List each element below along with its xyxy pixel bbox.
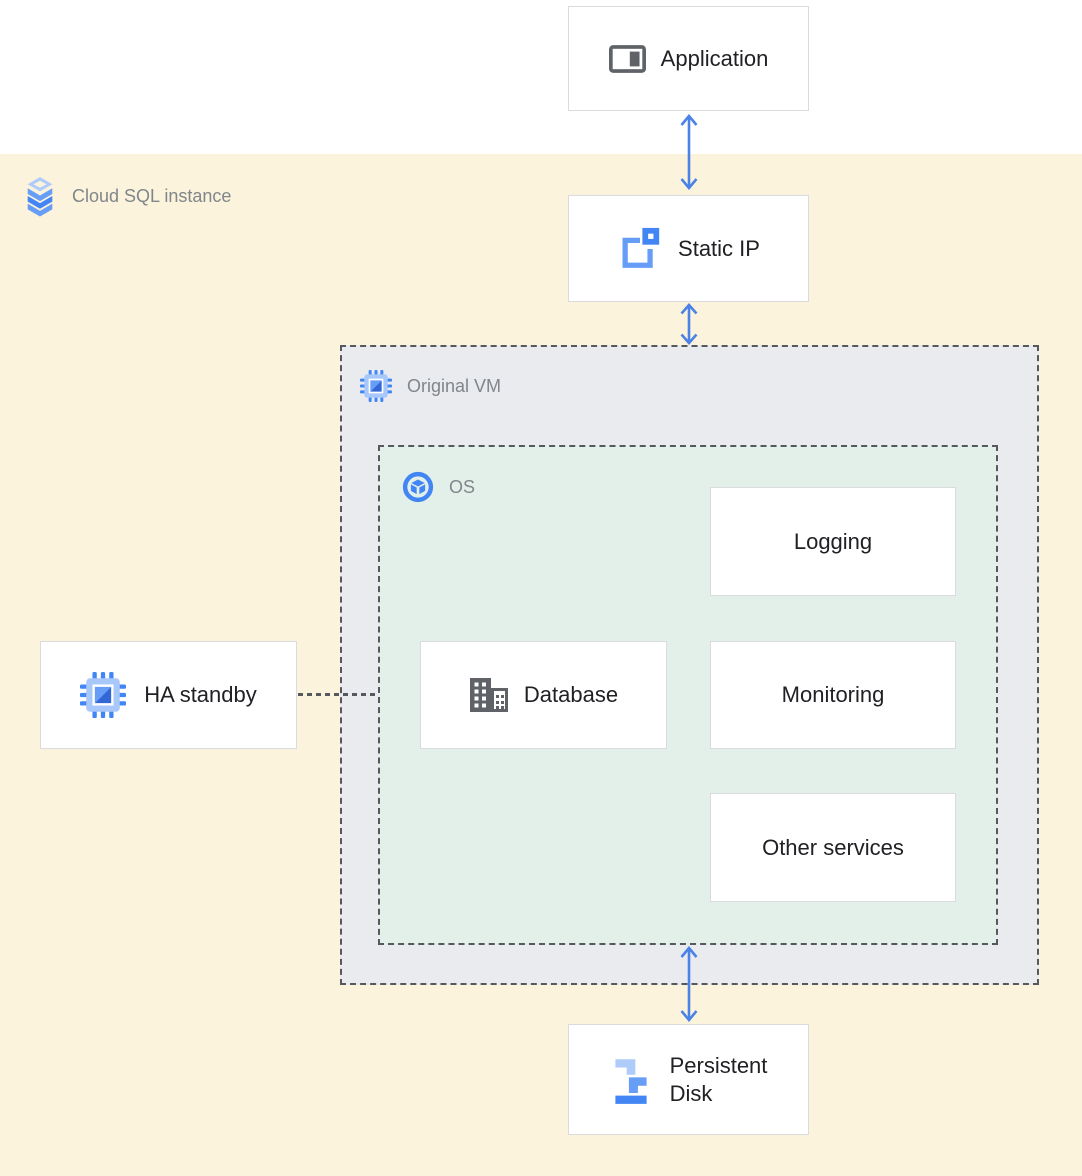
compute-engine-icon [360, 370, 392, 402]
arrow-application-staticip [680, 114, 698, 190]
persistent-disk-label-line1: Persistent [669, 1052, 768, 1078]
original-vm-zone-label: Original VM [360, 370, 501, 402]
arrow-os-persistentdisk [680, 946, 698, 1022]
original-vm-zone-label-text: Original VM [407, 375, 502, 396]
persistent-disk-label-line2: Disk [669, 1080, 713, 1106]
os-zone-label: OS [402, 471, 475, 503]
ha-standby-label: HA standby [144, 682, 257, 707]
node-persistent-disk: Persistent Disk [568, 1024, 809, 1135]
node-monitoring: Monitoring [710, 641, 956, 749]
persistent-disk-label: Persistent Disk [670, 1052, 768, 1108]
other-services-label: Other services [762, 834, 904, 860]
monitoring-label: Monitoring [781, 682, 885, 707]
arrow-staticip-vm [680, 303, 698, 345]
static-ip-icon [617, 226, 663, 272]
database-building-icon [469, 677, 509, 713]
application-window-icon [608, 44, 646, 73]
node-other-services: Other services [710, 793, 956, 902]
cloud-sql-zone-label-text: Cloud SQL instance [72, 186, 232, 206]
node-ha-standby: HA standby [40, 641, 297, 749]
cloud-sql-icon [25, 176, 55, 217]
logging-label: Logging [793, 528, 873, 554]
node-database: Database [420, 641, 667, 749]
persistent-disk-icon [610, 1054, 652, 1106]
os-icon [402, 471, 434, 503]
node-static-ip: Static IP [568, 195, 809, 302]
database-label: Database [523, 682, 619, 707]
node-application: Application [568, 6, 809, 111]
cloud-sql-zone-label: Cloud SQL instance [25, 176, 231, 217]
node-logging: Logging [710, 487, 956, 596]
os-zone-label-text: OS [449, 476, 476, 497]
dashed-connector-ha-vm [298, 693, 378, 696]
static-ip-label: Static IP [678, 235, 760, 261]
application-label: Application [660, 45, 769, 71]
compute-engine-icon [80, 672, 127, 718]
